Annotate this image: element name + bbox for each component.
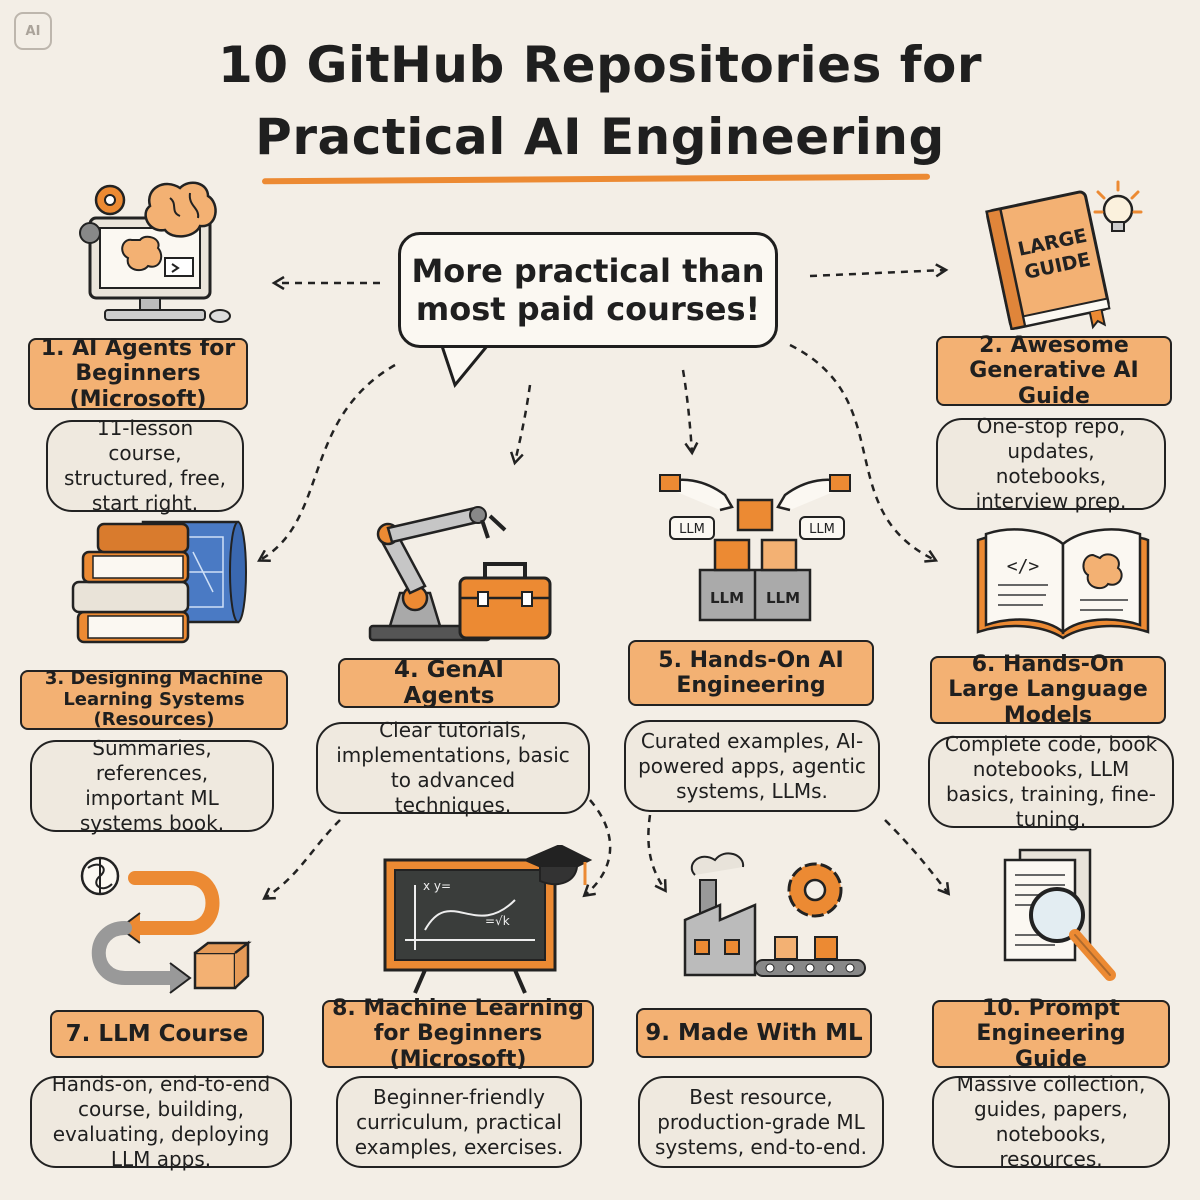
repo-2-desc: One-stop repo, updates, notebooks, inter…: [936, 414, 1166, 513]
repo-2-label: 2. Awesome Generative AI Guide: [936, 333, 1172, 409]
arrow-to-repo-2: [809, 270, 945, 276]
callout-bubble: More practical than most paid courses!: [398, 232, 778, 348]
pipeline-arrows-package-icon: [80, 856, 252, 994]
arrow-to-repo-3: [260, 363, 396, 560]
repo-9-label: 9. Made With ML: [636, 1008, 872, 1058]
repo-3-desc: Summaries, references, important ML syst…: [30, 736, 274, 835]
arrow-to-repo-7: [265, 819, 341, 898]
repo-7-label: 7. LLM Course: [50, 1010, 264, 1058]
repo-5-desc: Curated examples, AI-powered apps, agent…: [624, 720, 880, 812]
tag-text-2: LLM: [809, 522, 835, 537]
repo-3-label: 3. Designing Machine Learning Systems (R…: [20, 668, 288, 730]
bubble-tail: [438, 339, 494, 389]
repo-6-desc: Complete code, book notebooks, LLM basic…: [928, 732, 1174, 831]
repo-9-desc: Best resource, production-grade ML syste…: [638, 1076, 884, 1168]
tag-text-1: LLM: [679, 522, 705, 537]
repo-8-label: 8. Machine Learning for Beginners (Micro…: [322, 996, 594, 1072]
repo-10-label: 10. Prompt Engineering Guide: [932, 996, 1170, 1072]
arrow-to-repo-9: [647, 814, 665, 890]
llm-blocks-hands-icon: LLM LLM LLM LLM: [659, 474, 851, 622]
computer-brain-gears-icon: [79, 181, 231, 323]
books-blueprint-icon: [71, 520, 247, 644]
repo-4-desc: Clear tutorials, implementations, basic …: [316, 718, 590, 817]
factory-conveyor-gear-icon: [683, 852, 866, 977]
title-line-2: Practical AI Engineering: [255, 108, 945, 166]
arrow-to-repo-10: [884, 819, 948, 893]
arrow-to-repo-6: [789, 343, 935, 560]
open-book-code-brain-icon: </>: [976, 528, 1150, 640]
code-glyph: </>: [1007, 556, 1040, 577]
block-text-1: LLM: [710, 589, 744, 607]
ai-badge: AI: [14, 12, 52, 50]
repo-4-label: 4. GenAI Agents: [338, 657, 560, 709]
arrow-to-repo-8: [585, 799, 612, 895]
chalk-text-2: =√k: [485, 914, 510, 928]
chalk-text-1: x y=: [423, 879, 451, 893]
repo-10-desc: Massive collection, guides, papers, note…: [932, 1072, 1170, 1171]
repo-7-desc: Hands-on, end-to-end course, building, e…: [30, 1072, 292, 1171]
repo-5-label: 5. Hands-On AI Engineering: [628, 640, 874, 706]
repo-8-desc: Beginner-friendly curriculum, practical …: [336, 1076, 582, 1168]
block-text-2: LLM: [766, 589, 800, 607]
arrow-to-repo-4: [515, 384, 532, 462]
repo-6-label: 6. Hands-On Large Language Models: [930, 652, 1166, 728]
repo-1-label: 1. AI Agents for Beginners (Microsoft): [28, 336, 248, 412]
robot-arm-toolbox-icon: [368, 506, 552, 642]
arrow-to-repo-5: [681, 369, 692, 452]
chalkboard-graduation-cap-icon: x y= =√k: [383, 845, 593, 994]
title-line-1: 10 GitHub Repositories for: [217, 36, 983, 94]
documents-magnifier-icon: [1003, 848, 1116, 981]
large-guide-book-icon: LARGE GUIDE: [985, 180, 1143, 330]
repo-1-desc: 11-lesson course, structured, free, star…: [46, 416, 244, 515]
